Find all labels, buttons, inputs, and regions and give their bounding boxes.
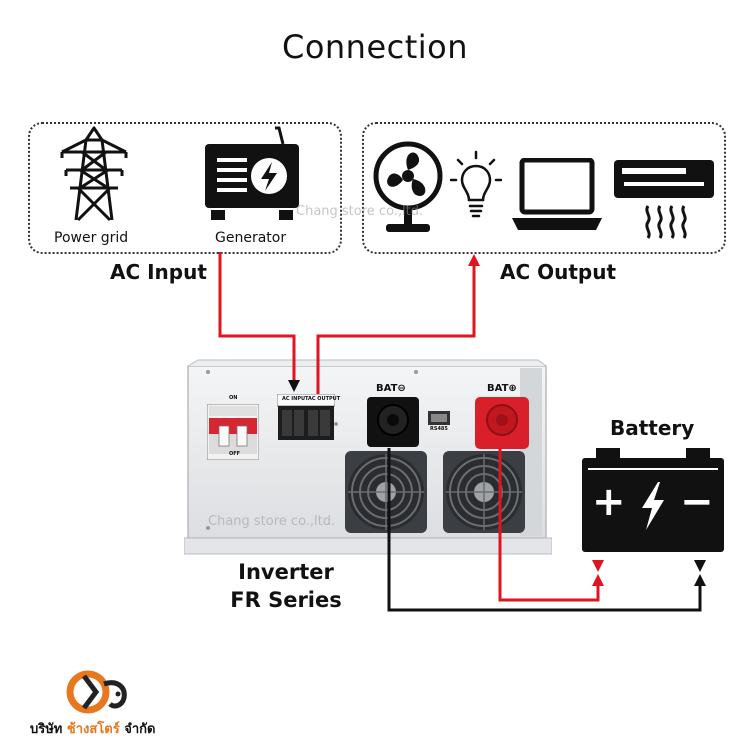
brand-prefix: บริษัท <box>30 722 63 737</box>
brand-name: บริษัท ช้างสโตร์ จำกัด <box>30 718 155 739</box>
battery-plus-symbol: + <box>592 479 626 525</box>
breaker-on-label: ON <box>229 395 238 401</box>
ac-input-label: AC Input <box>110 260 207 284</box>
watermark-inverter: Chang store co.,ltd. <box>208 514 336 529</box>
generator-label: Generator <box>215 230 287 246</box>
brand-highlight: ช้างสโตร์ <box>66 722 120 737</box>
bat-negative-label: BAT⊖ <box>376 383 406 394</box>
ac-output-terminal-label: AC OUTPUT <box>308 396 341 402</box>
rs485-label: RS485 <box>430 426 448 432</box>
rs485-port[interactable] <box>428 410 450 425</box>
bat-positive-terminal[interactable] <box>474 396 530 450</box>
page-title: Connection <box>281 28 469 66</box>
breaker-off-label: OFF <box>229 451 241 457</box>
fan-icon <box>372 140 444 236</box>
inverter-label: Inverter FR Series <box>206 558 366 614</box>
ac-terminal-block[interactable] <box>276 393 336 442</box>
ac-output-label: AC Output <box>500 260 617 284</box>
inverter-label-line2: FR Series <box>230 588 342 612</box>
power-grid-label: Power grid <box>54 230 129 246</box>
generator-icon <box>203 124 303 224</box>
transmission-tower-icon <box>56 126 132 224</box>
inverter-label-line1: Inverter <box>238 560 334 584</box>
bat-positive-label: BAT⊕ <box>487 383 517 394</box>
air-conditioner-icon <box>612 158 716 240</box>
battery-label: Battery <box>610 416 695 440</box>
ac-input-terminal-label: AC INPUT <box>282 396 309 402</box>
brand-logo-icon <box>64 668 134 714</box>
bat-negative-terminal[interactable] <box>366 396 420 448</box>
watermark-top: Chang store co.,ltd. <box>296 204 424 219</box>
brand-suffix: จำกัด <box>124 722 156 737</box>
ac-breaker[interactable] <box>206 403 260 461</box>
battery-minus-symbol: − <box>680 479 714 525</box>
laptop-icon <box>510 157 604 234</box>
light-bulb-icon <box>449 150 503 220</box>
cooling-fan-left <box>344 450 428 534</box>
cooling-fan-right <box>442 450 526 534</box>
